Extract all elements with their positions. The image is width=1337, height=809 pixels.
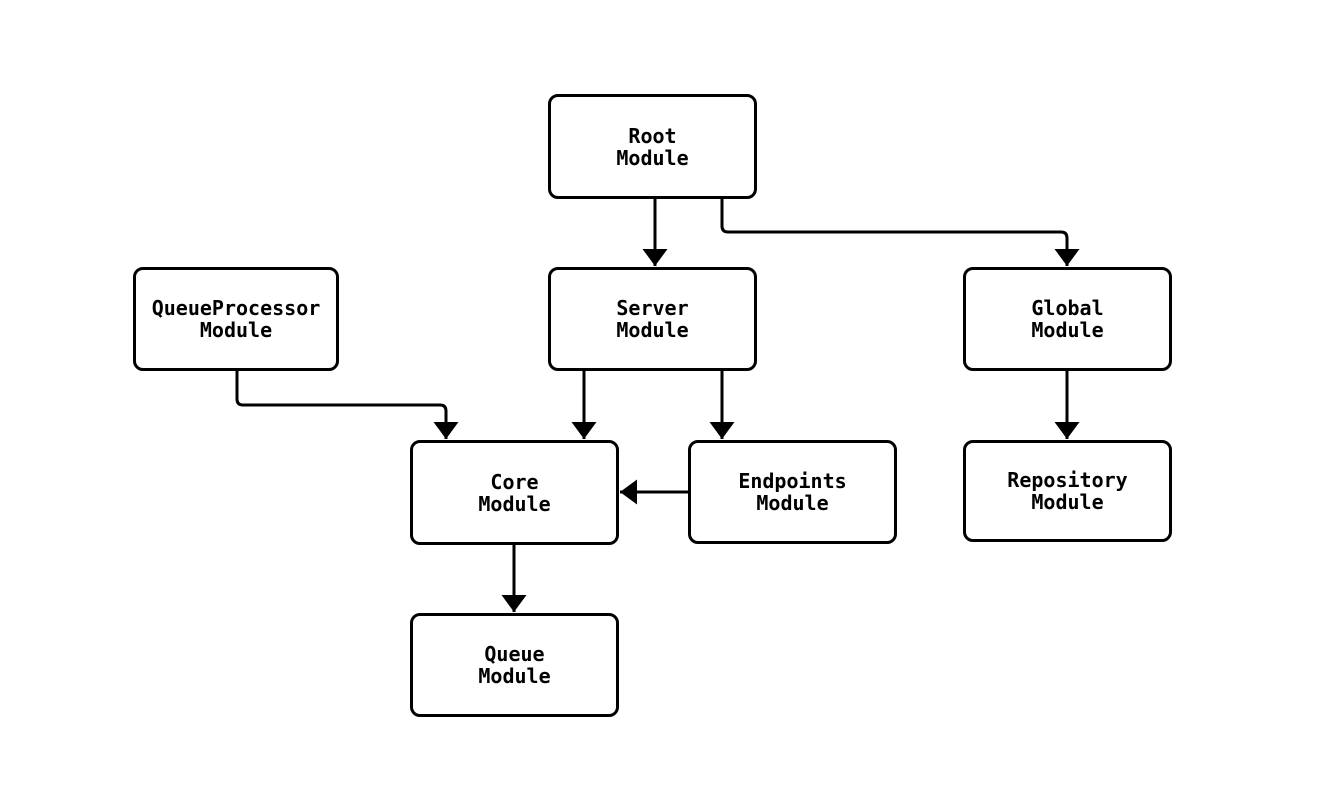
node-label-line: Repository — [1007, 468, 1128, 492]
edge-queueprocessor-core — [235, 371, 459, 439]
node-label-line: Core — [490, 469, 539, 494]
edge-group — [235, 199, 1080, 612]
node-label-line: Module — [478, 491, 551, 516]
node-label-line: Server — [616, 296, 689, 320]
node-label-line: QueueProcessor — [151, 296, 321, 320]
edge-root-global — [720, 199, 1080, 266]
node-label-line: Root — [628, 123, 677, 148]
node-label-line: Module — [1031, 490, 1104, 514]
node-label-line: Module — [478, 664, 551, 688]
node-label-line: Module — [756, 491, 829, 515]
node-label-line: Module — [616, 318, 689, 342]
node-label-line: Module — [199, 318, 273, 342]
node-label-line: Endpoints — [738, 469, 847, 493]
node-label-line: Global — [1031, 296, 1104, 320]
node-label-line: Queue — [484, 642, 545, 666]
node-label-line: Module — [616, 145, 689, 170]
node-label-line: Module — [1031, 318, 1104, 342]
